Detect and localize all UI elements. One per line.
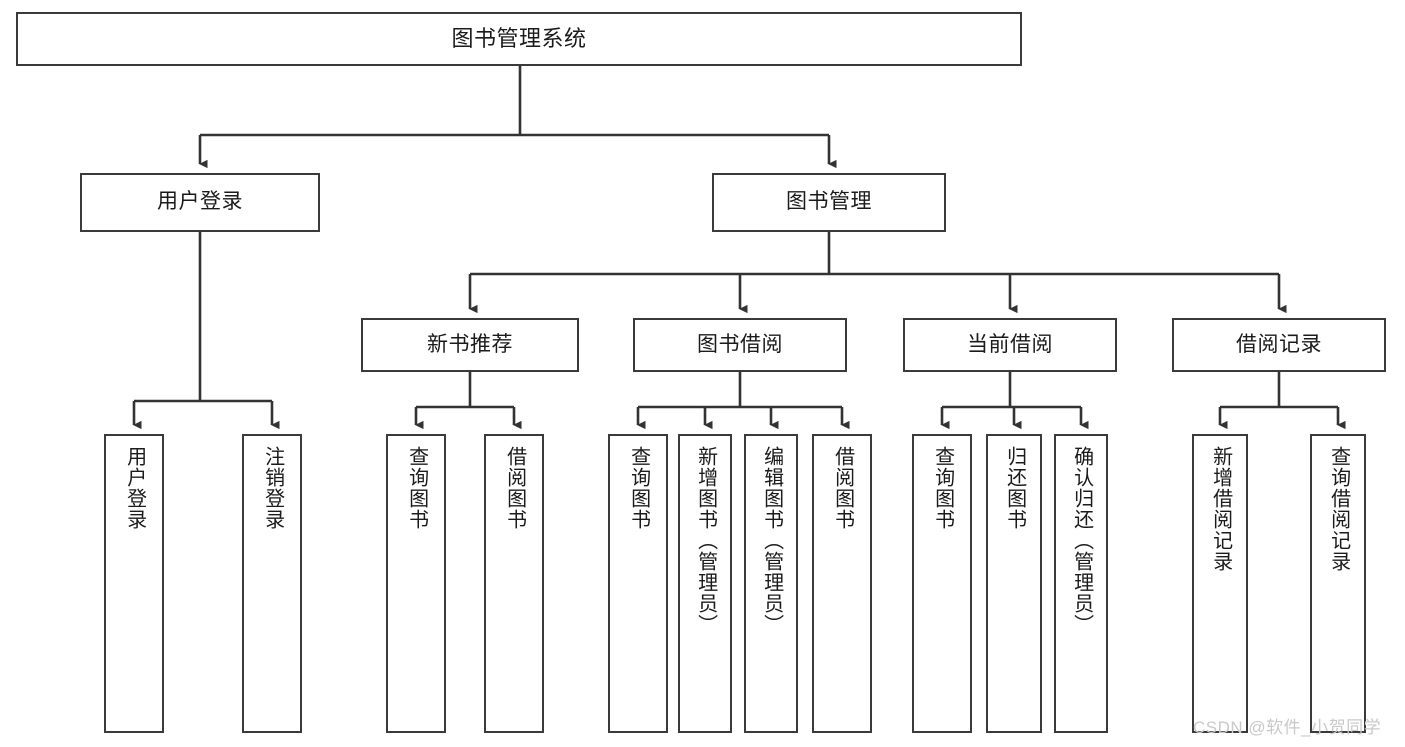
node-borrow-record[interactable]: 借阅记录 — [1172, 318, 1386, 372]
node-leaf-query-borrow-record[interactable]: 查询借阅记录 — [1310, 434, 1366, 733]
node-label: 借阅记录 — [1236, 332, 1322, 356]
node-label: 查询图书 — [405, 446, 428, 530]
node-leaf-query-book-rec[interactable]: 查询图书 — [386, 434, 446, 733]
connector-lines — [132, 66, 1346, 430]
node-label: 新增借阅记录 — [1209, 446, 1232, 572]
node-label: 查询借阅记录 — [1327, 446, 1350, 572]
node-book-borrow[interactable]: 图书借阅 — [633, 318, 847, 372]
node-leaf-edit-book-admin[interactable]: 编辑图书（管理员） — [744, 434, 798, 733]
node-book-manage[interactable]: 图书管理 — [712, 173, 946, 232]
node-user-login[interactable]: 用户登录 — [80, 173, 320, 232]
node-leaf-borrow-book-rec[interactable]: 借阅图书 — [484, 434, 544, 733]
node-label: 编辑图书（管理员） — [760, 446, 783, 635]
node-new-book-rec[interactable]: 新书推荐 — [361, 318, 579, 372]
node-leaf-user-logout[interactable]: 注销登录 — [242, 434, 302, 733]
node-label: 图书借阅 — [697, 332, 783, 356]
node-label: 当前借阅 — [967, 332, 1053, 356]
node-current-borrow[interactable]: 当前借阅 — [903, 318, 1117, 372]
node-leaf-add-borrow-record[interactable]: 新增借阅记录 — [1192, 434, 1248, 733]
node-leaf-confirm-return-admin[interactable]: 确认归还（管理员） — [1054, 434, 1108, 733]
node-leaf-query-book-borrow[interactable]: 查询图书 — [608, 434, 668, 733]
node-leaf-user-login[interactable]: 用户登录 — [104, 434, 164, 733]
node-label: 借阅图书 — [503, 446, 526, 530]
node-label: 用户登录 — [123, 446, 146, 530]
node-label: 新增图书（管理员） — [694, 446, 717, 635]
node-label: 归还图书 — [1003, 446, 1026, 530]
node-label: 查询图书 — [627, 446, 650, 530]
node-leaf-return-book[interactable]: 归还图书 — [986, 434, 1042, 733]
node-label: 图书管理 — [786, 190, 872, 214]
node-label: 借阅图书 — [831, 446, 854, 530]
node-leaf-borrow-book[interactable]: 借阅图书 — [812, 434, 872, 733]
node-label: 新书推荐 — [427, 332, 513, 356]
node-label: 注销登录 — [261, 446, 284, 530]
node-label: 查询图书 — [931, 446, 954, 530]
node-label: 确认归还（管理员） — [1070, 446, 1093, 635]
node-leaf-add-book-admin[interactable]: 新增图书（管理员） — [678, 434, 732, 733]
node-root-title[interactable]: 图书管理系统 — [16, 12, 1022, 66]
node-label: 图书管理系统 — [451, 26, 587, 52]
node-leaf-query-book-current[interactable]: 查询图书 — [912, 434, 972, 733]
node-label: 用户登录 — [157, 190, 243, 214]
